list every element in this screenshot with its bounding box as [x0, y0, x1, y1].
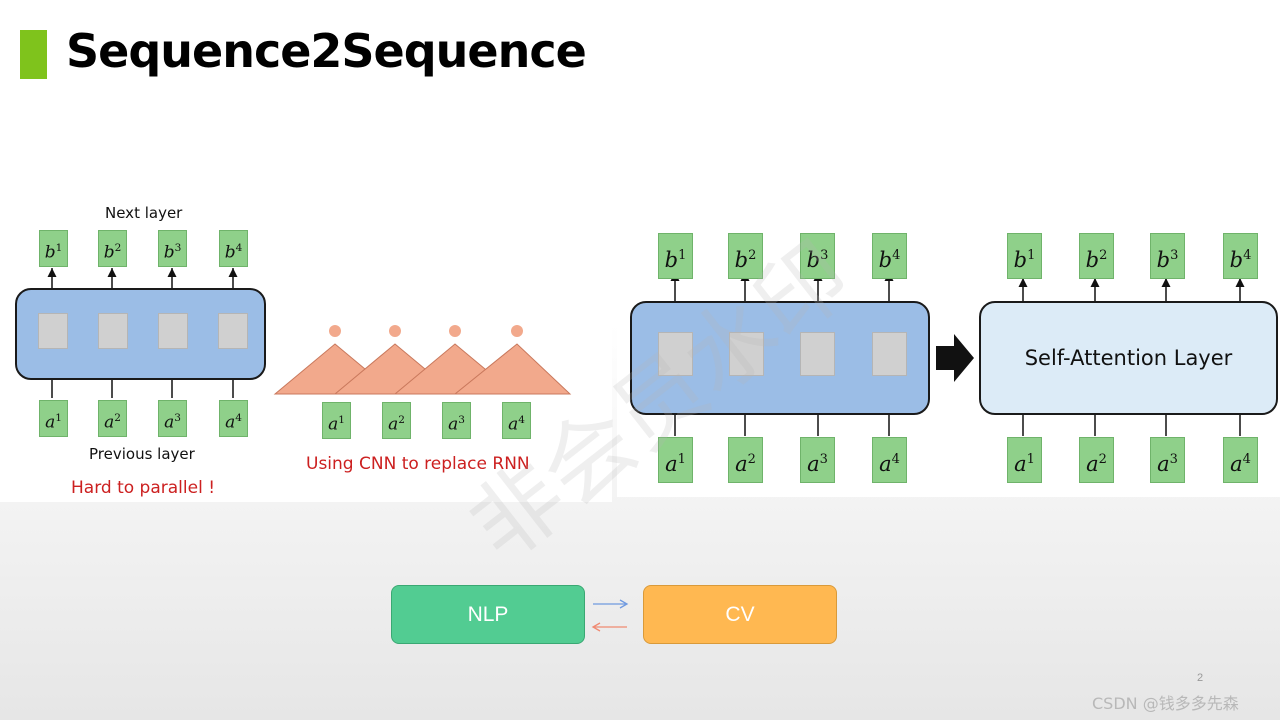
- rnn-output-b1: b1: [658, 233, 693, 279]
- rnn-cell: [872, 332, 907, 376]
- attn-input-a4: a4: [1223, 437, 1258, 483]
- rnn-cell: [158, 313, 188, 349]
- attn-output-b4: b4: [1223, 233, 1258, 279]
- rnn-input-a1: a1: [658, 437, 693, 483]
- attn-output-b1: b1: [1007, 233, 1042, 279]
- cnn-input-a4: a4: [502, 402, 531, 439]
- cnn-output-dots: [329, 325, 523, 337]
- page-number: 2: [1197, 672, 1204, 684]
- output-b4: b4: [219, 230, 248, 267]
- rnn-cell: [98, 313, 128, 349]
- rnn-input-a2: a2: [728, 437, 763, 483]
- attn-input-a1: a1: [1007, 437, 1042, 483]
- rnn-output-b3: b3: [800, 233, 835, 279]
- rnn-cell: [658, 332, 693, 376]
- attn-input-a2: a2: [1079, 437, 1114, 483]
- cnn-filters: [273, 343, 572, 395]
- cnn-caption: Using CNN to replace RNN: [306, 454, 530, 474]
- rnn-input-a3: a3: [800, 437, 835, 483]
- title-accent-bar: [20, 30, 47, 79]
- rnn-cell: [800, 332, 835, 376]
- output-b1: b1: [39, 230, 68, 267]
- nlp-box: NLP: [391, 585, 585, 644]
- output-b3: b3: [158, 230, 187, 267]
- slide-title: Sequence2Sequence: [66, 24, 587, 78]
- rnn-cell: [218, 313, 248, 349]
- attn-input-a3: a3: [1150, 437, 1185, 483]
- input-a3: a3: [158, 400, 187, 437]
- output-b2: b2: [98, 230, 127, 267]
- rnn-output-b2: b2: [728, 233, 763, 279]
- hard-to-parallel-note: Hard to parallel !: [71, 478, 216, 498]
- transform-arrow: [936, 334, 974, 382]
- input-a2: a2: [98, 400, 127, 437]
- attn-output-b3: b3: [1150, 233, 1185, 279]
- previous-layer-label: Previous layer: [89, 445, 195, 463]
- cnn-input-a2: a2: [382, 402, 411, 439]
- rnn-output-b4: b4: [872, 233, 907, 279]
- next-layer-label: Next layer: [105, 204, 183, 222]
- input-a4: a4: [219, 400, 248, 437]
- rnn-cell: [38, 313, 68, 349]
- rnn-cell: [729, 332, 764, 376]
- flow-arrow-right: [593, 599, 629, 609]
- rnn-input-a4: a4: [872, 437, 907, 483]
- csdn-watermark: CSDN @钱多多先森: [1092, 694, 1239, 713]
- flow-arrow-left: [591, 622, 627, 632]
- attention-arrows: [1018, 278, 1245, 436]
- cnn-input-a3: a3: [442, 402, 471, 439]
- attn-output-b2: b2: [1079, 233, 1114, 279]
- cnn-input-a1: a1: [322, 402, 351, 439]
- cv-box: CV: [643, 585, 837, 644]
- self-attention-layer: Self-Attention Layer: [979, 301, 1278, 415]
- input-a1: a1: [39, 400, 68, 437]
